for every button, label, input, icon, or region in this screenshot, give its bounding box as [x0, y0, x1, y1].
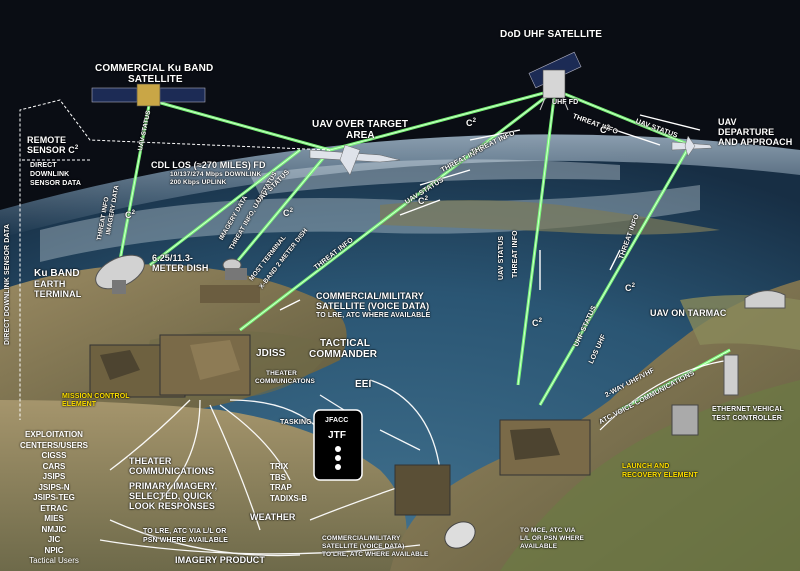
- eei-label: EEI: [355, 379, 372, 390]
- exploitation-centers-list: EXPLOITATION CENTERS/USERS CIGSS CARS JS…: [14, 430, 94, 567]
- exploitation-list-item: ETRAC: [40, 503, 68, 513]
- broadcast-system-item: TRAP: [270, 483, 292, 492]
- ethernet-test-controller-label-1: ETHERNET VEHICAL: [712, 406, 784, 413]
- comm-mil-lower-label-1: COMMERCIAL/MILITARY: [322, 535, 401, 542]
- comm-mil-satellite-label-1: COMMERCIAL/MILITARY: [316, 291, 424, 301]
- tactical-commander-label-2: COMMANDER: [309, 349, 378, 360]
- imagery-product-label: IMAGERY PRODUCT: [175, 555, 266, 565]
- comm-mil-satellite-label-3: TO LRE, ATC WHERE AVAILABLE: [316, 312, 431, 319]
- cdl-los-label-3: 200 Kbps UPLINK: [170, 179, 227, 186]
- broadcast-system-item: TBS: [270, 472, 286, 482]
- broadcast-system-item: TRIX: [270, 462, 289, 471]
- exploitation-list-item: JSIPS-N: [38, 482, 70, 492]
- tactical-commander-label-1: TACTICAL: [320, 338, 371, 349]
- broadcast-system-item: TADIXS-B: [270, 493, 308, 503]
- ethernet-test-controller-label-2: TEST CONTROLLER: [712, 415, 782, 422]
- direct-downlink-label-3: SENSOR DATA: [30, 180, 82, 187]
- ku-band-terminal-label-2: EARTH: [34, 279, 66, 289]
- remote-sensor-label-2: SENSOR C2: [27, 145, 79, 155]
- meter-dish-label-2: METER DISH: [152, 263, 209, 273]
- c2-ku-label: C2: [125, 210, 136, 220]
- uav-departure-label-3: AND APPROACH: [718, 137, 793, 147]
- comm-mil-satellite-label-2: SATELLITE (VOICE DATA): [316, 301, 430, 311]
- threat-info-vertical-label: THREAT INFO: [512, 230, 519, 278]
- uav-over-target-label-2: AREA: [346, 130, 375, 141]
- c2-center-label: C2: [418, 196, 429, 206]
- remote-sensor-label-1: REMOTE: [27, 135, 67, 145]
- primary-imagery-label-3: LOOK RESPONSES: [129, 501, 215, 511]
- exploitation-list-item: EXPLOITATION: [25, 430, 83, 439]
- uav-departure-label-2: DEPARTURE: [718, 127, 775, 137]
- direct-downlink-label-1: DIRECT: [30, 162, 57, 169]
- jfacc-label: JFACC: [325, 417, 349, 424]
- c2-vertical-label: C2: [532, 318, 543, 328]
- theater-communications-label-2: COMMUNICATIONS: [129, 466, 215, 476]
- broadcast-systems-list: TRIX TBS TRAP TADIXS-B: [270, 462, 307, 504]
- comm-mil-lower-label-2: SATELLITE (VOICE DATA): [322, 543, 405, 550]
- mission-control-element-label-2: ELEMENT: [62, 401, 97, 408]
- exploitation-list-item: JSIPS: [42, 472, 66, 481]
- uav-over-target-label-1: UAV OVER TARGET: [312, 119, 409, 130]
- uav-status-vertical-label: UAV STATUS: [498, 235, 505, 280]
- exploitation-list-item: Tactical Users: [29, 556, 79, 565]
- exploitation-list-item: JIC: [47, 535, 61, 544]
- uav-departure-label-1: UAV: [718, 117, 737, 127]
- exploitation-list-item: CARS: [42, 461, 66, 471]
- ku-band-terminal-label-1: Ku BAND: [34, 268, 80, 279]
- primary-imagery-label-1: PRIMARY IMAGERY,: [129, 481, 218, 491]
- to-mce-atc-label-1: TO MCE, ATC VIA: [520, 527, 576, 534]
- c2-upper-label: C2: [466, 118, 477, 128]
- uav-on-tarmac-label: UAV ON TARMAC: [650, 308, 727, 318]
- c2-right-label: C2: [625, 283, 636, 293]
- jtf-label: JTF: [328, 430, 347, 441]
- theater-communications-label-1: THEATER: [129, 456, 172, 466]
- meter-dish-label-1: 6.25/11.3-: [152, 253, 194, 263]
- tasking-label: TASKING: [280, 419, 312, 426]
- exploitation-list-item: NMJIC: [41, 524, 67, 534]
- cdl-los-label-2: 10/137/274 Mbps DOWNLINK: [170, 171, 262, 178]
- mission-control-element-label-1: MISSION CONTROL: [62, 393, 130, 400]
- theater-communicatons-small-label-1: THEATER: [266, 370, 297, 377]
- commercial-ku-satellite-label-2: SATELLITE: [128, 74, 183, 85]
- exploitation-list-item: MIES: [44, 514, 64, 523]
- direct-downlink-label-2: DOWNLINK: [30, 171, 70, 178]
- direct-downlink-vertical-label: DIRECT DOWNLINK SENSOR DATA: [4, 223, 11, 345]
- comm-mil-lower-label-3: TO LRE, ATC WHERE AVAILABLE: [322, 551, 429, 558]
- exploitation-list-item: CENTERS/USERS: [19, 440, 88, 450]
- c2-upper-right-label: C2: [600, 125, 611, 135]
- theater-communicatons-small-label-2: COMMUNICATONS: [255, 378, 315, 385]
- to-lre-atc-label-1: TO LRE, ATC VIA L/L OR: [143, 528, 227, 535]
- ku-band-terminal-label-3: TERMINAL: [34, 289, 82, 299]
- to-mce-atc-label-3: AVAILABLE: [520, 543, 558, 550]
- exploitation-list-item: CIGSS: [41, 451, 67, 460]
- to-lre-atc-label-2: PSN WHERE AVAILABLE: [143, 537, 228, 544]
- dod-uhf-satellite-label: DoD UHF SATELLITE: [500, 29, 603, 40]
- weather-label: WEATHER: [250, 512, 296, 522]
- launch-recovery-element-label-2: RECOVERY ELEMENT: [622, 472, 698, 479]
- exploitation-list-item: JSIPS-TEG: [33, 493, 75, 502]
- cdl-los-label-1: CDL LOS (≈270 MILES) FD: [151, 160, 266, 170]
- primary-imagery-label-2: SELECTED, QUICK: [129, 491, 213, 501]
- jdiss-label: JDISS: [256, 348, 286, 359]
- launch-recovery-element-label-1: LAUNCH AND: [622, 463, 670, 470]
- exploitation-list-item: NPIC: [44, 545, 64, 555]
- to-mce-atc-label-2: L/L OR PSN WHERE: [520, 535, 584, 542]
- commercial-ku-satellite-label-1: COMMERCIAL Ku BAND: [95, 63, 214, 74]
- c2-imagery-label: C2: [283, 208, 294, 218]
- uhf-fd-label: UHF FD: [552, 99, 579, 106]
